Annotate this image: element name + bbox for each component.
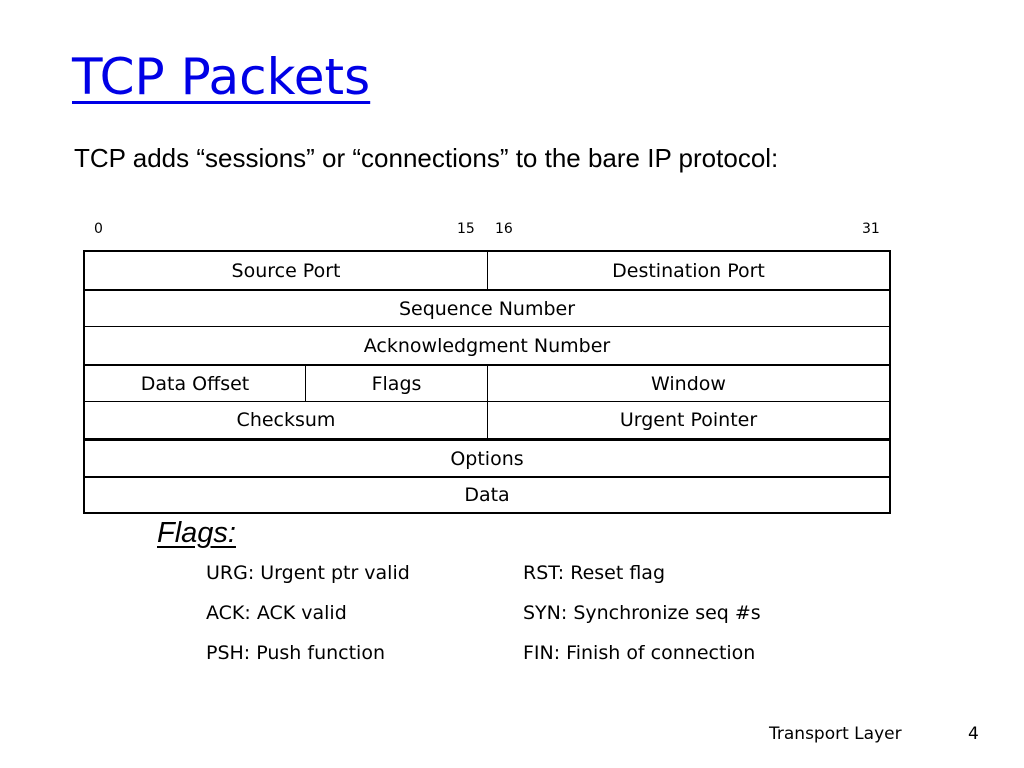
slide-subtitle: TCP adds “sessions” or “connections” to … [74, 143, 779, 173]
field-acknowledgment-number: Acknowledgment Number [363, 334, 611, 357]
flags-heading: Flags: [157, 517, 236, 549]
header-row-checksum-urgent: Checksum Urgent Pointer [85, 401, 889, 438]
field-window: Window [651, 372, 726, 395]
header-row-ports: Source Port Destination Port [85, 252, 889, 289]
field-options: Options [450, 447, 524, 470]
header-row-sequence: Sequence Number [85, 289, 889, 326]
field-checksum: Checksum [85, 402, 488, 438]
header-row-acknowledgment: Acknowledgment Number [85, 326, 889, 364]
slide-title: TCP Packets [72, 48, 371, 106]
field-data-offset: Data Offset [85, 366, 306, 401]
flag-ack: ACK: ACK valid [206, 602, 347, 624]
field-sequence-number: Sequence Number [398, 297, 576, 320]
header-row-data: Data [85, 476, 889, 512]
bit-label-31: 31 [862, 221, 880, 237]
page-number: 4 [968, 724, 979, 744]
field-urgent-pointer: Urgent Pointer [619, 409, 758, 431]
field-data: Data [464, 484, 510, 506]
header-row-offset-flags-window: Data Offset Flags Window [85, 364, 889, 401]
bit-label-15: 15 [457, 221, 475, 237]
bit-label-16: 16 [495, 221, 513, 237]
flag-psh: PSH: Push function [206, 642, 386, 664]
tcp-header-diagram: Source Port Destination Port Sequence Nu… [83, 250, 891, 514]
field-destination-port: Destination Port [612, 259, 765, 282]
footer-label: Transport Layer [769, 724, 902, 744]
field-source-port: Source Port [85, 252, 488, 289]
flag-rst: RST: Reset flag [523, 562, 666, 584]
header-row-options: Options [85, 438, 889, 476]
flag-fin: FIN: Finish of connection [523, 642, 756, 664]
flag-syn: SYN: Synchronize seq #s [523, 602, 761, 624]
bit-label-0: 0 [94, 221, 103, 237]
field-flags: Flags [306, 366, 488, 401]
flag-urg: URG: Urgent ptr valid [206, 562, 410, 584]
